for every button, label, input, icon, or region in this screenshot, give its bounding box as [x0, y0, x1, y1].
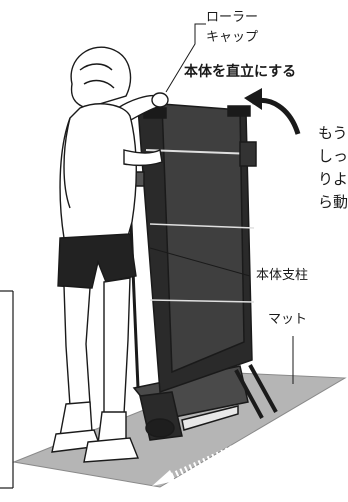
- left-text-fragment: ら動: [318, 193, 348, 211]
- leader-lines: [149, 23, 294, 384]
- roller-cap-label-line1: ローラー: [206, 10, 259, 25]
- left-text-fragment: しっ: [318, 147, 348, 165]
- body-support-label: 本体支柱: [256, 268, 309, 283]
- mat-label: マット: [268, 312, 308, 327]
- rotation-arrow: [244, 88, 301, 135]
- left-text-fragments: もう しっ りよ ら動: [318, 122, 348, 214]
- support-pole: [128, 199, 140, 389]
- left-text-fragment: もう: [318, 124, 348, 142]
- mat-arrow: [152, 413, 307, 486]
- stand-upright-label: 本体を直立にする: [184, 64, 297, 80]
- left-panel-border: [0, 290, 14, 489]
- left-text-fragment: りよ: [318, 170, 348, 188]
- treadmill-base: [132, 364, 278, 441]
- roller-cap-label-line2: キャップ: [206, 30, 259, 45]
- treadmill-frame: [127, 103, 257, 394]
- person-figure: [51, 46, 169, 463]
